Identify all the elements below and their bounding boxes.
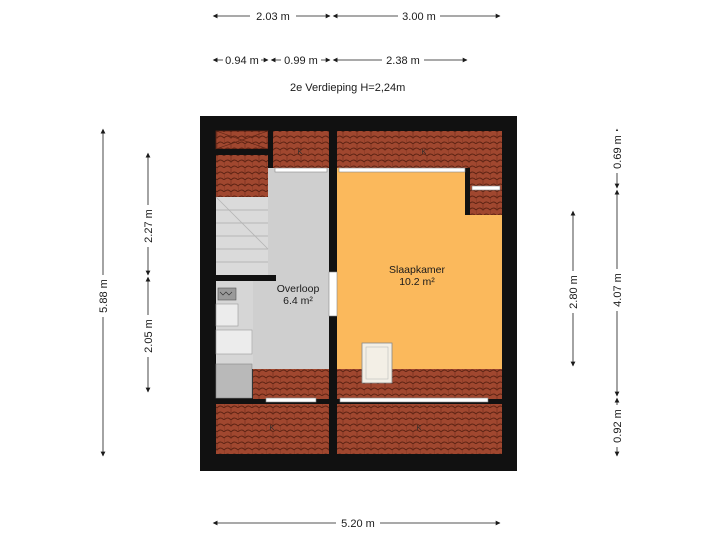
window-top-middle: [274, 167, 328, 173]
window-notch: [471, 185, 501, 191]
roof-mark-1: K: [298, 149, 303, 156]
window-bottom-left: [265, 397, 317, 403]
roof-top-middle: [273, 131, 329, 168]
dim-top-0-94: 0.94 m: [225, 55, 259, 67]
roof-hatch: [361, 342, 393, 384]
dim-right-4-07: 4.07 m: [612, 273, 624, 307]
roof-top-right: [337, 131, 502, 168]
roof-bottom-left: [216, 404, 329, 454]
dim-left-2-27: 2.27 m: [143, 209, 155, 243]
roof-bottom-middle: [253, 369, 329, 399]
floor-title: 2e Verdieping H=2,24m: [290, 82, 405, 94]
landing-floor-lower: [253, 280, 329, 369]
roof-mark-3: K: [270, 425, 275, 432]
bedroom-floor: [337, 168, 502, 369]
roof-bottom-right-2: [337, 404, 502, 454]
dim-right-2-80: 2.80 m: [568, 275, 580, 309]
stair-wall: [216, 275, 276, 281]
building: Overloop 6.4 m² Slaapkamer 10.2 m² K K K…: [200, 116, 517, 471]
dimension-right-outer: 0.69 m 4.07 m 0.92 m: [610, 128, 624, 457]
dimension-bottom: 5.20 m: [212, 516, 501, 530]
room-name-overloop: Overloop: [277, 283, 320, 295]
room-area-overloop: 6.4 m²: [283, 295, 313, 307]
dim-left-5-88: 5.88 m: [98, 279, 110, 313]
wall-top-left-h: [216, 149, 271, 155]
door-opening: [328, 271, 338, 317]
dim-left-2-05: 2.05 m: [143, 319, 155, 353]
dimension-right-inner: 2.80 m: [566, 210, 580, 367]
dim-bottom-5-20: 5.20 m: [341, 518, 375, 530]
dimension-left-outer: 5.88 m: [96, 128, 110, 457]
room-name-slaapkamer: Slaapkamer: [389, 264, 446, 276]
dim-right-0-92: 0.92 m: [612, 409, 624, 443]
boiler-icon: [217, 287, 237, 301]
window-top-right: [338, 167, 466, 173]
dim-top-2-38: 2.38 m: [386, 55, 420, 67]
utility-area: [215, 281, 253, 399]
roof-mark-2: K: [422, 149, 427, 156]
cabinet-icon: [215, 363, 253, 399]
dimension-top-row-2: 0.94 m 0.99 m 2.38 m: [212, 53, 468, 67]
roof-top-left-small: [216, 131, 268, 151]
washer-icon: [215, 303, 239, 327]
wall-notch-v: [465, 168, 470, 215]
dimension-top-row-1: 2.03 m 3.00 m: [212, 9, 501, 23]
dimension-left-inner: 2.27 m 2.05 m: [141, 152, 155, 393]
window-bottom-right: [339, 397, 489, 403]
dryer-icon: [215, 329, 253, 355]
dim-top-2-03: 2.03 m: [256, 11, 290, 23]
dim-top-3-00: 3.00 m: [402, 11, 436, 23]
roof-mark-4: K: [417, 425, 422, 432]
staircase: [215, 196, 269, 275]
roof-top-left: [216, 155, 268, 197]
dim-top-0-99: 0.99 m: [284, 55, 318, 67]
room-area-slaapkamer: 10.2 m²: [399, 276, 435, 288]
roof-right-notch: [469, 168, 502, 215]
dim-right-0-69: 0.69 m: [612, 135, 624, 169]
